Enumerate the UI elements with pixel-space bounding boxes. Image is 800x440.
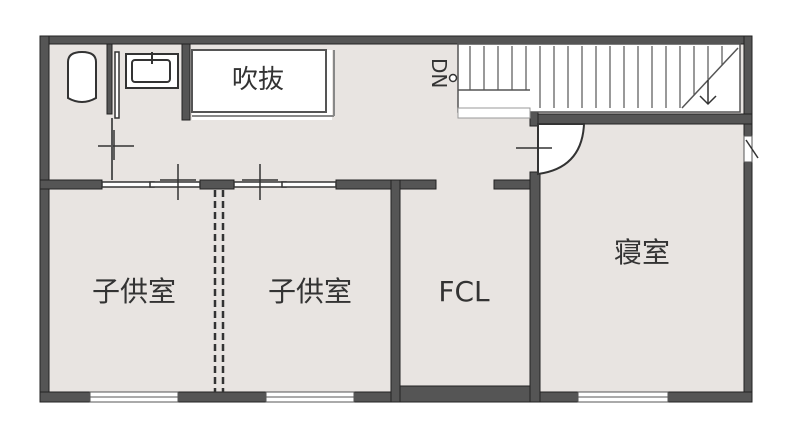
windows: [89, 135, 753, 403]
room-label-bedroom: 寝室: [614, 236, 670, 269]
stair-treads: [469, 46, 723, 108]
wall-outer-bottom: [177, 391, 267, 403]
sliding-door: [101, 181, 155, 188]
wall-outer-right: [743, 161, 753, 403]
sliding-door: [281, 181, 337, 188]
wall-children-top: [39, 179, 103, 190]
bedroom-door: [516, 123, 586, 176]
stair-diagonal: [681, 47, 739, 109]
vanity: [125, 52, 179, 89]
wall-vanity-right: [181, 43, 191, 121]
wall-bedroom-top: [529, 113, 753, 125]
sliding-doors: [101, 164, 337, 200]
toilet-door: [98, 51, 134, 180]
wall-children-top: [335, 179, 437, 190]
stair-area: [457, 43, 741, 113]
wall-children-top: [199, 179, 235, 190]
wall-outer-bottom: [39, 391, 91, 403]
door-swing: [537, 123, 586, 176]
wall-outer-top: [39, 35, 753, 45]
flex-partition: [213, 190, 225, 392]
wall-fcl-bottom: [399, 385, 531, 403]
toilet-bowl: [67, 50, 97, 103]
staircase: [457, 43, 741, 113]
window-right-mark: [745, 139, 759, 159]
wall-bedroom-left: [529, 171, 541, 403]
room-label-closet: FCL: [438, 275, 490, 308]
stair-start-icon: [448, 73, 458, 83]
toilet: [67, 50, 97, 103]
toilet-sliding-door: [114, 51, 120, 119]
stair-label: DN: [427, 58, 451, 88]
wall-outer-left: [39, 35, 50, 403]
void-border: [191, 49, 327, 113]
wall-child-right: [390, 179, 401, 403]
wall-outer-bottom: [667, 391, 753, 403]
window-right: [743, 135, 753, 163]
wall-toilet-right: [106, 43, 113, 115]
sliding-door: [149, 181, 201, 188]
room-label-child-right: 子供室: [268, 275, 352, 308]
room-label-child-left: 子供室: [92, 275, 176, 308]
stair-landing: [457, 107, 531, 119]
room-label-void: 吹抜: [232, 65, 284, 95]
